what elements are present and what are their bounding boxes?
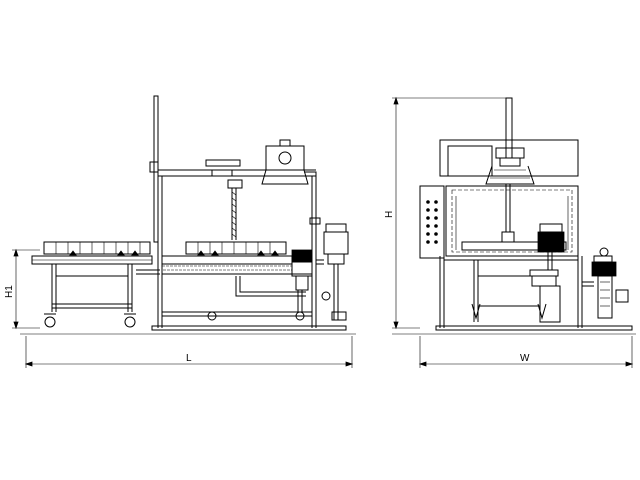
dimension-l: L	[24, 336, 354, 368]
side-view: H W	[384, 96, 636, 368]
main-frame-side	[419, 97, 633, 331]
dimension-w-label: W	[520, 353, 530, 364]
dimension-h1: H1	[4, 248, 40, 330]
dimension-h: H	[384, 96, 510, 330]
dimension-l-label: L	[186, 353, 192, 364]
dimension-w: W	[418, 336, 634, 368]
dimension-h-label: H	[384, 211, 395, 218]
main-frame-front	[149, 95, 349, 331]
conveyor-cart	[31, 241, 160, 328]
dimension-h1-label: H1	[4, 285, 15, 298]
front-view: H1 L	[4, 95, 356, 368]
